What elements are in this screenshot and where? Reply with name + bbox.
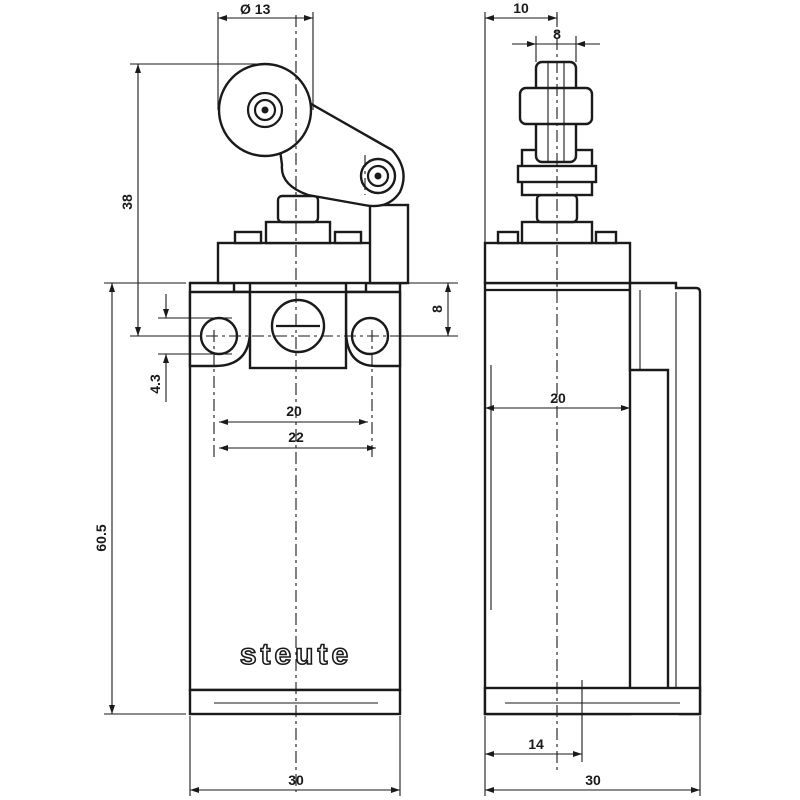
front-dimensions: Ø 13 38 8 4.3 20 22 [93, 1, 458, 796]
dim-side-roller-width: 8 [553, 26, 561, 42]
side-base-plate [483, 686, 702, 716]
dim-mount-offset: 8 [429, 305, 445, 313]
dim-body-height: 60.5 [93, 524, 109, 551]
front-base-plate [188, 688, 402, 716]
lever-bracket [368, 203, 410, 285]
brand-logo: steute [240, 638, 352, 671]
side-dimensions: 10 8 20 14 30 [484, 0, 701, 796]
side-view [483, 15, 702, 770]
dim-side-width: 30 [585, 772, 601, 788]
dim-hole-spacing-outer: 22 [288, 429, 304, 445]
dim-front-width: 30 [288, 772, 304, 788]
dim-hole-spacing-inner: 20 [286, 403, 302, 419]
dim-lever-height: 38 [119, 194, 135, 210]
dim-roller-diameter: Ø 13 [240, 1, 271, 17]
dim-side-roller-offset: 10 [513, 0, 529, 16]
plunger-collar [264, 220, 332, 245]
plunger [276, 194, 320, 224]
dim-hole-diameter: 4.3 [147, 374, 163, 394]
front-view: steute [160, 15, 420, 792]
dim-side-depth: 20 [550, 390, 566, 406]
dim-side-base-offset: 14 [528, 736, 544, 752]
